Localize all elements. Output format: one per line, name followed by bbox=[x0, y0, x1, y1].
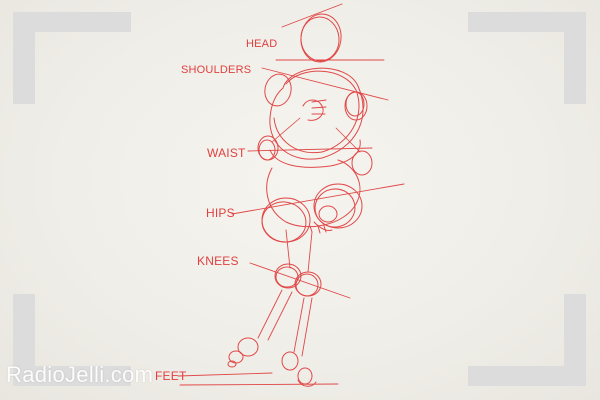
knees-label: KNEES bbox=[197, 254, 239, 268]
shoulder-joints bbox=[264, 73, 368, 121]
feet-label: FEET bbox=[155, 369, 187, 383]
frame-corner-bottom-left bbox=[13, 294, 131, 386]
torso-shape bbox=[269, 67, 364, 168]
feet-guide-line-left bbox=[177, 372, 273, 377]
pelvis-shape bbox=[261, 159, 363, 243]
knee-joints bbox=[274, 263, 322, 297]
head-guide-line bbox=[281, 3, 343, 28]
watermark-text: RadioJelli.com bbox=[6, 362, 154, 387]
frame-corner-top-left bbox=[13, 12, 131, 104]
waist-guide-line bbox=[247, 147, 373, 152]
feet-guide-line-bottom bbox=[179, 383, 339, 386]
waist-label: WAIST bbox=[207, 146, 246, 160]
guide-lines bbox=[177, 3, 405, 386]
frame-corner-top-right bbox=[468, 12, 586, 104]
leg-lines bbox=[257, 229, 313, 357]
head-label: HEAD bbox=[246, 38, 278, 50]
arm-joints bbox=[257, 99, 373, 176]
hips-label: HIPS bbox=[206, 206, 235, 220]
frame-corner-bottom-right bbox=[468, 294, 586, 386]
head-shape bbox=[300, 13, 342, 63]
feet-shapes bbox=[227, 337, 317, 387]
shoulders-guide-line bbox=[261, 67, 389, 101]
shoulders-label: SHOULDERS bbox=[181, 64, 252, 76]
